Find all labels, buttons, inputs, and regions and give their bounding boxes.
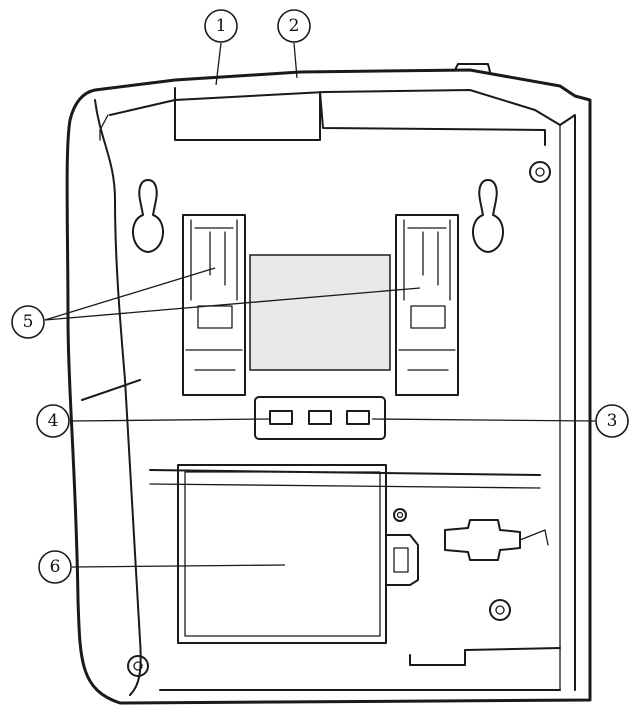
switch-left[interactable] xyxy=(269,410,293,425)
callout-1: 1 xyxy=(204,9,238,43)
callout-2-label: 2 xyxy=(289,16,300,36)
switch-middle[interactable] xyxy=(308,410,332,425)
callout-3-label: 3 xyxy=(607,411,618,431)
callout-4: 4 xyxy=(36,404,70,438)
compartment-cover[interactable] xyxy=(177,464,419,644)
callout-6-label: 6 xyxy=(50,557,61,577)
screw-bottom-left xyxy=(127,655,149,677)
callout-6: 6 xyxy=(38,550,72,584)
stand-clip-right[interactable] xyxy=(395,214,459,396)
callout-2: 2 xyxy=(277,9,311,43)
switch-right[interactable] xyxy=(346,410,370,425)
leader-lines xyxy=(44,42,596,568)
callout-3: 3 xyxy=(595,404,629,438)
callout-1-label: 1 xyxy=(216,16,227,36)
stand-clip-left[interactable] xyxy=(182,214,246,396)
wall-mount-slot-left xyxy=(132,179,164,253)
phone-housing xyxy=(65,63,592,705)
callout-5-label: 5 xyxy=(23,312,34,332)
screw-bottom-right xyxy=(489,599,511,621)
cord-hook xyxy=(444,519,549,561)
callout-5: 5 xyxy=(11,305,45,339)
screw-small xyxy=(393,508,407,522)
cable-channel xyxy=(174,87,546,146)
screw-top-right xyxy=(529,161,551,183)
callout-4-label: 4 xyxy=(48,411,59,431)
wall-mount-slot-right xyxy=(472,179,504,253)
switch-cluster xyxy=(254,396,386,440)
bottom-step xyxy=(409,647,561,666)
center-panel xyxy=(249,254,391,371)
